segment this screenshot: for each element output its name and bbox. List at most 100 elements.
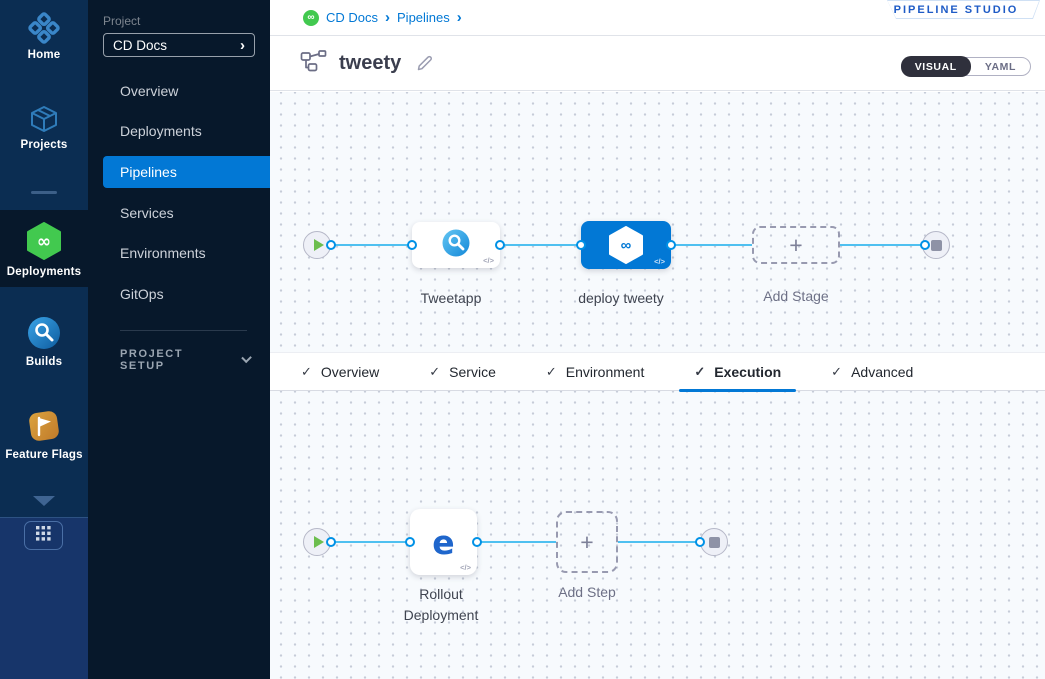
sidebar-item-environments[interactable]: Environments: [103, 237, 270, 269]
tab-label: Advanced: [851, 363, 914, 380]
toggle-yaml-button[interactable]: YAML: [984, 60, 1016, 73]
stop-icon: [708, 536, 720, 548]
deploy-stage-icon: ∞: [609, 226, 643, 264]
tab-label: Environment: [565, 363, 645, 380]
connector-dot[interactable]: [326, 240, 336, 250]
toggle-visual-button[interactable]: VISUAL: [900, 56, 971, 77]
play-icon: [313, 239, 324, 251]
edit-pencil-icon[interactable]: [415, 54, 434, 73]
deployments-icon: ∞: [0, 221, 88, 261]
connector-dot[interactable]: [666, 240, 676, 250]
project-selector[interactable]: CD Docs ›: [103, 33, 255, 57]
tab-execution[interactable]: ✓ Execution: [679, 352, 796, 392]
sidebar-divider: [120, 330, 247, 331]
pipeline-studio-badge: PIPELINE STUDIO: [872, 0, 1040, 19]
tab-overview[interactable]: ✓ Overview: [301, 352, 379, 391]
grid-icon: [36, 525, 51, 546]
check-icon: ✓: [831, 363, 843, 379]
sidebar-item-pipelines[interactable]: Pipelines: [103, 156, 270, 188]
rail-item-projects[interactable]: Projects: [0, 104, 88, 151]
stage-node-deploy-tweety[interactable]: ∞ </>: [581, 221, 671, 269]
sidebar-item-label: Services: [120, 205, 174, 221]
execution-canvas[interactable]: e </> + Rollout Deployment Add Step: [270, 391, 1045, 679]
sidebar-item-deployments[interactable]: Deployments: [103, 115, 270, 147]
add-stage-button[interactable]: +: [752, 226, 840, 264]
plus-icon: +: [789, 231, 803, 258]
add-step-button[interactable]: +: [556, 511, 618, 573]
rail-item-label: Builds: [25, 356, 63, 368]
stage-config-tabs: ✓ Overview ✓ Service ✓ Environment ✓ Exe…: [270, 352, 1045, 392]
tab-label: Execution: [714, 363, 782, 380]
check-icon: ✓: [694, 363, 706, 379]
pipeline-studio-badge-label: PIPELINE STUDIO: [893, 3, 1019, 16]
rollout-deployment-icon: e: [432, 522, 455, 562]
check-icon: ✓: [545, 363, 557, 379]
pipeline-flowchart-icon: [300, 49, 327, 77]
add-step-label[interactable]: Add Step: [558, 584, 616, 600]
stage-node-tweetapp[interactable]: </>: [412, 222, 500, 268]
home-icon: [0, 12, 88, 44]
stage-canvas[interactable]: </> ∞ </> + Tweetapp: [270, 92, 1045, 352]
main-area: ∞ CD Docs › Pipelines › PIPELINE STUDIO …: [270, 0, 1045, 679]
tab-label: Service: [449, 363, 496, 380]
sidebar-item-overview[interactable]: Overview: [103, 75, 270, 107]
connector-dot[interactable]: [495, 240, 505, 250]
tab-service[interactable]: ✓ Service: [429, 352, 496, 391]
tab-advanced[interactable]: ✓ Advanced: [831, 352, 913, 391]
connector-dot[interactable]: [326, 537, 336, 547]
project-setup-toggle[interactable]: PROJECT SETUP: [120, 348, 252, 372]
rail-more-chevron-icon[interactable]: [33, 496, 55, 506]
build-stage-icon: [440, 227, 472, 264]
connector-dot[interactable]: [695, 537, 705, 547]
stage-label[interactable]: Tweetapp: [420, 290, 482, 306]
connector-dot[interactable]: [405, 537, 415, 547]
step-label[interactable]: Rollout Deployment: [403, 586, 479, 623]
rail-item-label: Projects: [20, 139, 68, 151]
rail-item-deployments[interactable]: ∞ Deployments: [0, 221, 88, 278]
connector-dot[interactable]: [472, 537, 482, 547]
rail-item-label: Deployments: [6, 266, 82, 278]
connector-dot[interactable]: [920, 240, 930, 250]
visual-yaml-toggle: VISUAL YAML: [900, 56, 1031, 77]
code-icon: </>: [483, 256, 494, 265]
project-sidebar: Project CD Docs › Overview Deployments P…: [88, 0, 270, 679]
edge: [317, 541, 410, 543]
connector-dot[interactable]: [407, 240, 417, 250]
project-section-label: Project: [103, 14, 141, 28]
svg-text:∞: ∞: [37, 232, 51, 252]
rail-item-feature-flags[interactable]: Feature Flags: [0, 408, 88, 461]
connector-dot[interactable]: [576, 240, 586, 250]
stage-label[interactable]: deploy tweety: [578, 290, 664, 306]
harness-cd-icon: ∞: [303, 9, 319, 26]
step-node-rollout-deployment[interactable]: e </>: [410, 509, 477, 575]
module-grid-button[interactable]: [24, 521, 63, 550]
rail-item-home[interactable]: Home: [0, 12, 88, 61]
breadcrumb-link-pipelines[interactable]: Pipelines: [397, 10, 450, 25]
stop-icon: [930, 239, 942, 251]
feature-flags-icon: [0, 408, 88, 444]
edge: [618, 541, 714, 543]
rail-divider: [31, 191, 57, 194]
sidebar-item-gitops[interactable]: GitOps: [103, 278, 270, 310]
sidebar-item-services[interactable]: Services: [103, 197, 270, 229]
sidebar-item-label: Pipelines: [120, 164, 177, 180]
pipeline-title: tweety: [339, 51, 402, 74]
check-icon: ✓: [301, 363, 312, 379]
add-stage-label[interactable]: Add Stage: [763, 288, 829, 304]
play-icon: [313, 536, 324, 548]
sidebar-item-label: GitOps: [120, 286, 164, 302]
edge: [840, 244, 936, 246]
builds-icon: [0, 315, 88, 351]
plus-icon: +: [580, 528, 594, 555]
breadcrumb-link-project[interactable]: CD Docs: [326, 10, 379, 25]
tab-label: Overview: [320, 363, 380, 380]
sidebar-item-label: Deployments: [120, 123, 202, 139]
rail-item-builds[interactable]: Builds: [0, 315, 88, 368]
tab-environment[interactable]: ✓ Environment: [546, 352, 645, 391]
sidebar-item-label: Environments: [120, 245, 206, 261]
edge: [500, 244, 581, 246]
project-setup-label: PROJECT SETUP: [120, 348, 184, 372]
project-selector-value: CD Docs: [113, 37, 168, 53]
chevron-down-icon: [240, 352, 252, 364]
